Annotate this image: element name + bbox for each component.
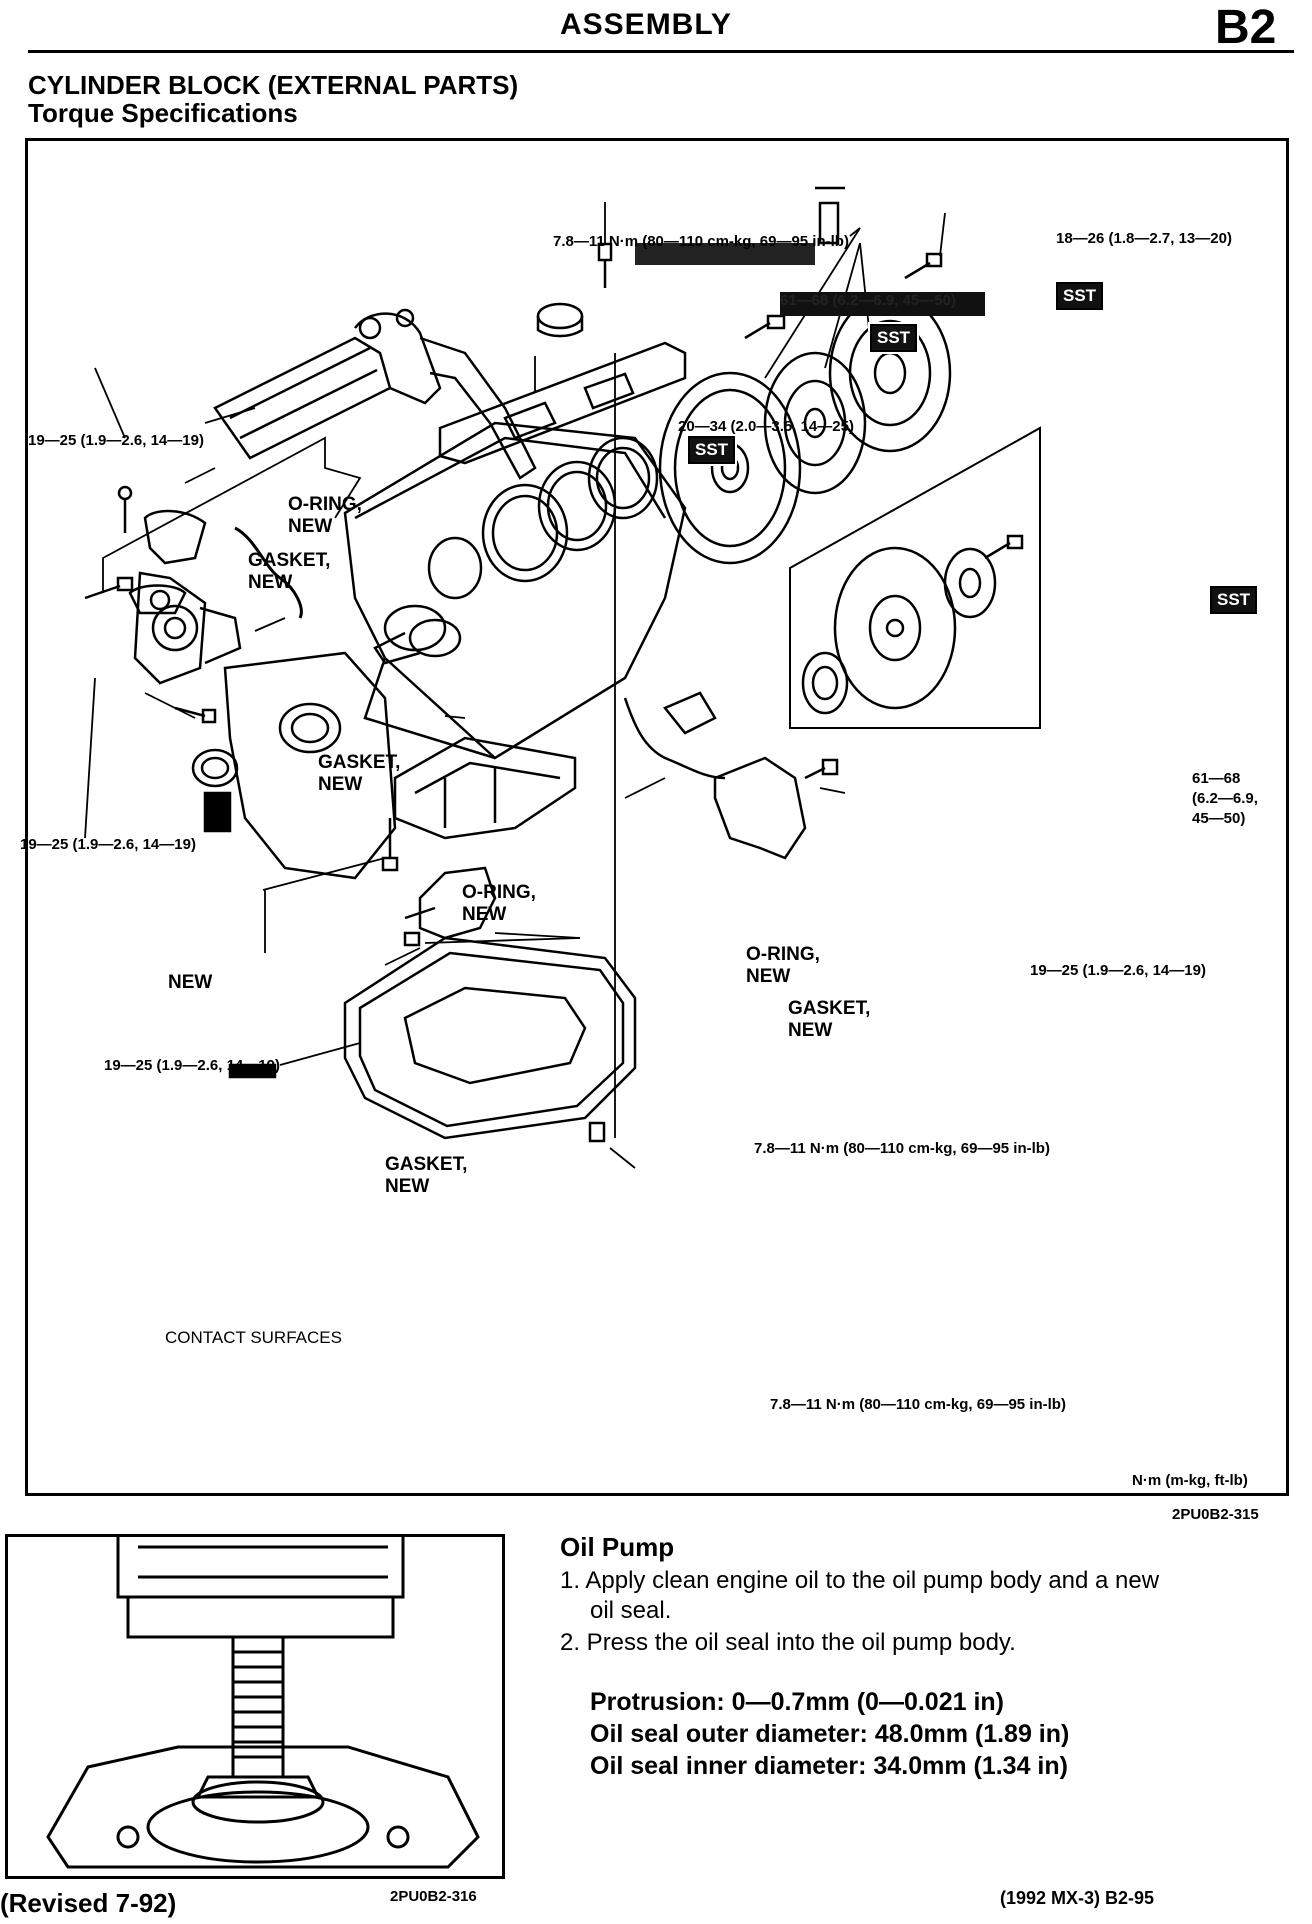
sst-badge-flexplate: SST bbox=[1207, 584, 1260, 616]
exploded-diagram-frame bbox=[25, 138, 1289, 1496]
gasket-label-right-2: NEW bbox=[788, 1020, 833, 1041]
torque-label-blurred: 61—68 (6.2—6.9, 45—50) bbox=[780, 292, 985, 316]
oring-label-right-2: NEW bbox=[746, 966, 791, 987]
torque-label-top-center: 7.8—11 N·m (80—110 cm-kg, 69—95 in-lb) bbox=[553, 233, 849, 250]
torque-label-center: 20—34 (2.0—3.5, 14—25) bbox=[678, 418, 854, 435]
sst-badge-flywheel: SST bbox=[1053, 280, 1106, 312]
gasket-label-lower-2: NEW bbox=[385, 1176, 430, 1197]
gasket-label-lower-1: GASKET, bbox=[385, 1154, 468, 1175]
oil-pump-title: Oil Pump bbox=[560, 1532, 675, 1562]
gasket-label-upper-2: NEW bbox=[248, 572, 293, 593]
torque-label-left-upper: 19—25 (1.9—2.6, 14—19) bbox=[28, 432, 204, 449]
section-code: B2 bbox=[1215, 1, 1277, 54]
section-subtitle: Torque Specifications bbox=[28, 98, 298, 128]
oil-pump-step-2: 2. Press the oil seal into the oil pump … bbox=[560, 1629, 1016, 1656]
sst-badge-clutch: SST bbox=[867, 322, 920, 354]
gasket-label-pump-1: GASKET, bbox=[318, 752, 401, 773]
sst-badge-center: SST bbox=[685, 434, 738, 466]
contact-surfaces-label: CONTACT SURFACES bbox=[165, 1328, 342, 1347]
spec-inner-diameter: Oil seal inner diameter: 34.0mm (1.34 in… bbox=[590, 1752, 1068, 1780]
oil-pump-step-1-cont: oil seal. bbox=[590, 1597, 672, 1624]
gasket-label-pump-2: NEW bbox=[318, 774, 363, 795]
torque-label-top-right: 18—26 (1.8—2.7, 13—20) bbox=[1056, 230, 1232, 247]
oil-seal-press-illustration bbox=[5, 1534, 505, 1879]
torque-label-bottom: 7.8—11 N·m (80—110 cm-kg, 69—95 in-lb) bbox=[770, 1396, 1066, 1413]
oring-label-center-1: O-RING, bbox=[462, 882, 536, 903]
flexplate-torque-1: 61—68 bbox=[1192, 770, 1241, 787]
oring-label-right-1: O-RING, bbox=[746, 944, 820, 965]
page-header-title: ASSEMBLY bbox=[560, 8, 732, 41]
sealant-icon: SEALANT bbox=[290, 1309, 328, 1318]
page-number: (1992 MX-3) B2-95 bbox=[1000, 1888, 1155, 1908]
torque-label-bottom-right: 7.8—11 N·m (80—110 cm-kg, 69—95 in-lb) bbox=[754, 1140, 1050, 1157]
oring-label-center-2: NEW bbox=[462, 904, 507, 925]
torque-label-right-middle: 19—25 (1.9—2.6, 14—19) bbox=[1030, 962, 1206, 979]
header-rule bbox=[28, 50, 1294, 53]
exploded-diagram-illustration bbox=[84, 186, 1041, 1169]
spec-outer-diameter: Oil seal outer diameter: 48.0mm (1.89 in… bbox=[590, 1720, 1070, 1748]
revised-note: (Revised 7-92) bbox=[0, 1888, 177, 1918]
flexplate-torque-3: 45—50) bbox=[1192, 810, 1246, 827]
oring-label-upper-2: NEW bbox=[288, 516, 333, 537]
figure-code-photo: 2PU0B2-316 bbox=[390, 1888, 477, 1905]
figure-code-diagram: 2PU0B2-315 bbox=[1172, 1506, 1259, 1523]
oring-label-upper-1: O-RING, bbox=[288, 494, 362, 515]
torque-label-left-middle: 19—25 (1.9—2.6, 14—19) bbox=[20, 836, 196, 853]
spec-protrusion: Protrusion: 0—0.7mm (0—0.021 in) bbox=[590, 1688, 1005, 1716]
oil-pump-step-1: 1. Apply clean engine oil to the oil pum… bbox=[560, 1567, 1160, 1594]
flexplate-torque-2: (6.2—6.9, bbox=[1192, 790, 1258, 807]
new-seal-label: NEW bbox=[168, 972, 213, 993]
units-label: N·m (m-kg, ft-lb) bbox=[1132, 1472, 1248, 1489]
section-title: CYLINDER BLOCK (EXTERNAL PARTS) bbox=[28, 70, 519, 100]
gasket-label-upper-1: GASKET, bbox=[248, 550, 331, 571]
gasket-label-right-1: GASKET, bbox=[788, 998, 871, 1019]
torque-label-left-lower: 19—25 (1.9—2.6, 14—19) bbox=[104, 1057, 280, 1074]
